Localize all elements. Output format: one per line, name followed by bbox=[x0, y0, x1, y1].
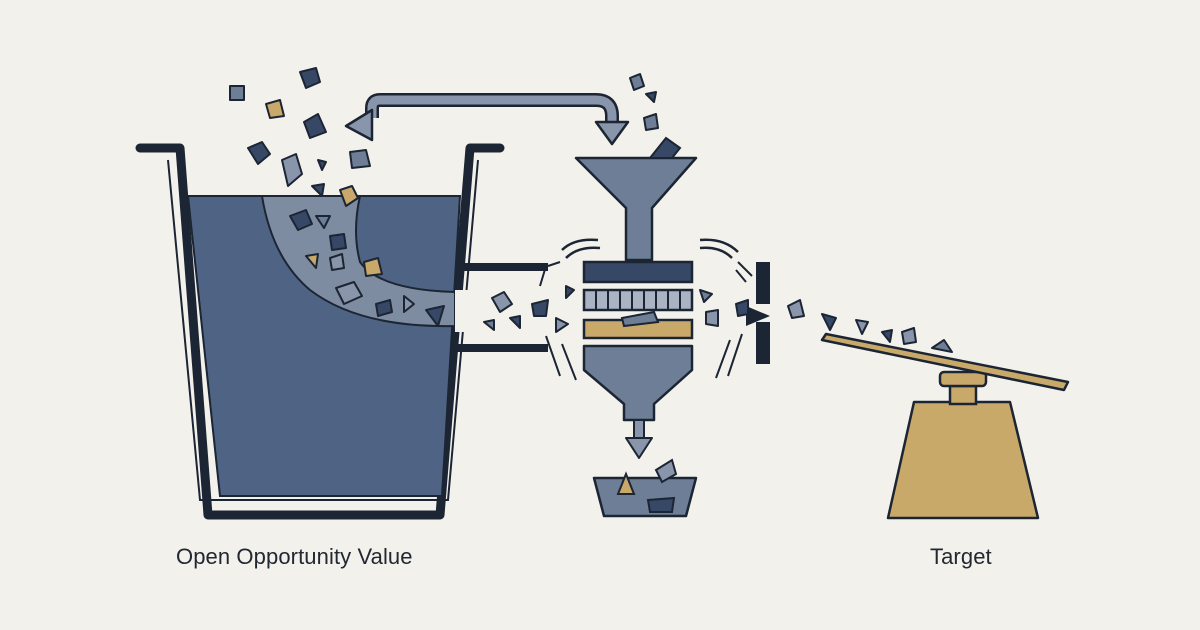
bin-icon bbox=[592, 458, 698, 518]
gate-icon bbox=[746, 262, 770, 364]
recycle-arrow-icon bbox=[344, 93, 630, 146]
target-label: Target bbox=[930, 544, 992, 569]
scale-icon bbox=[820, 332, 1070, 520]
filter-press-icon bbox=[539, 238, 753, 459]
source-label: Open Opportunity Value bbox=[176, 544, 413, 569]
bucket-icon bbox=[135, 143, 505, 520]
particles bbox=[229, 67, 953, 353]
outlet-pipe bbox=[455, 263, 548, 352]
funnel-icon bbox=[574, 136, 698, 262]
